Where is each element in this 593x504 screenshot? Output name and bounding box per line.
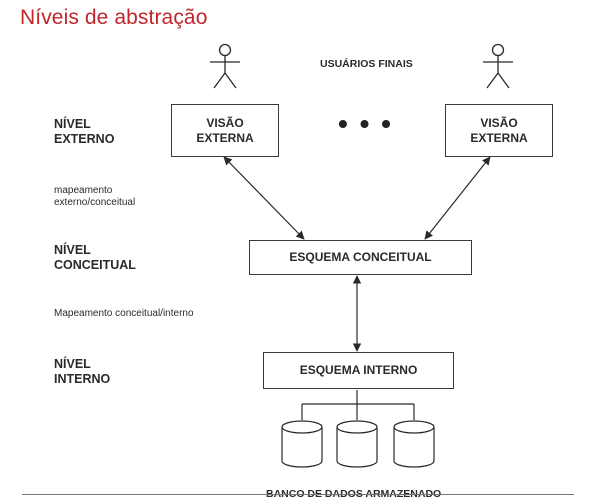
external-conceptual-mapping-label: mapeamento externo/conceitual xyxy=(54,185,136,208)
page-title: Níveis de abstração xyxy=(20,6,208,29)
external-view-box-right: VISÃO EXTERNA xyxy=(445,104,553,157)
arrow-left-view-to-conceptual xyxy=(223,156,305,240)
end-users-label: USUÁRIOS FINAIS xyxy=(320,58,413,70)
internal-schema-box: ESQUEMA INTERNO xyxy=(263,352,454,389)
database-cylinder-icon xyxy=(393,420,435,468)
database-cylinder-icon xyxy=(336,420,378,468)
storage-connector xyxy=(301,390,415,420)
conceptual-internal-mapping-label: Mapeamento conceitual/interno xyxy=(54,308,194,319)
conceptual-schema-box: ESQUEMA CONCEITUAL xyxy=(249,240,472,275)
divider xyxy=(22,494,574,495)
database-cylinder-icon xyxy=(281,420,323,468)
user-icon-right xyxy=(483,43,513,89)
external-view-box-left: VISÃO EXTERNA xyxy=(171,104,279,157)
arrow-right-view-to-conceptual xyxy=(424,156,491,240)
internal-level-label: NÍVEL INTERNO xyxy=(54,357,111,386)
user-icon-left xyxy=(210,43,240,89)
more-views-ellipsis: • • • xyxy=(338,108,393,139)
conceptual-level-label: NÍVEL CONCEITUAL xyxy=(54,243,136,272)
external-level-label: NÍVEL EXTERNO xyxy=(54,117,115,146)
